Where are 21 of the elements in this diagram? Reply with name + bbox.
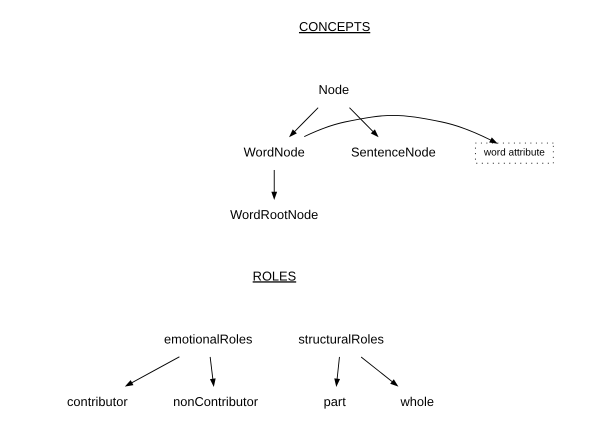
node-text: emotionalRoles bbox=[164, 332, 252, 347]
node-text: contributor bbox=[67, 394, 128, 409]
node-text: SentenceNode bbox=[350, 144, 436, 160]
label: ROLES bbox=[252, 268, 296, 284]
node-text: structuralRoles bbox=[298, 332, 384, 347]
node-box: word attribute bbox=[474, 142, 554, 164]
node-text: WordRootNode bbox=[230, 206, 318, 222]
arrow bbox=[124, 356, 180, 387]
arrow bbox=[210, 356, 216, 387]
node-text: nonContributor bbox=[173, 394, 258, 409]
arrow bbox=[271, 170, 278, 200]
label: CONCEPTS bbox=[298, 18, 370, 34]
node-text: whole bbox=[400, 394, 434, 409]
arrow bbox=[334, 356, 340, 387]
arrow bbox=[289, 107, 319, 138]
node-text: Node bbox=[318, 82, 350, 98]
arrow bbox=[304, 114, 498, 144]
node-text: part bbox=[324, 394, 346, 409]
arrow bbox=[349, 107, 379, 138]
arrow bbox=[360, 356, 398, 387]
node-text: WordNode bbox=[244, 144, 305, 160]
